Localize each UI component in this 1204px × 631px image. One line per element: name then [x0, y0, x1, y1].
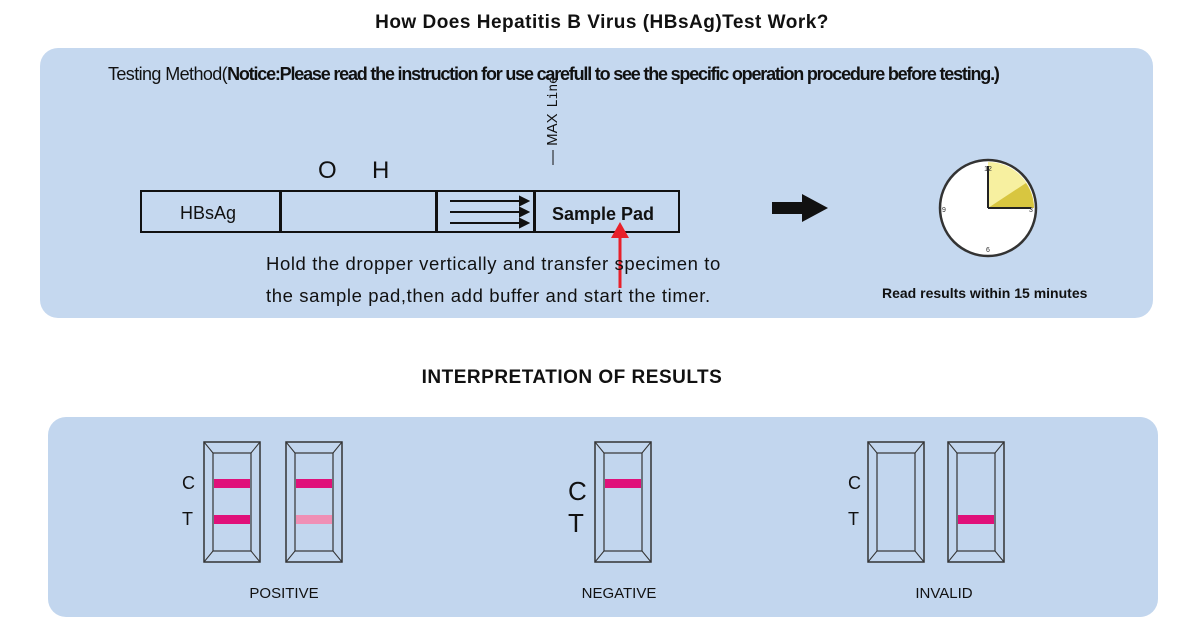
- testing-method-text: Testing Method(Notice:Please read the in…: [108, 64, 1000, 85]
- strip-divider: [435, 190, 438, 233]
- instruction-line-2: the sample pad,then add buffer and start…: [266, 285, 711, 306]
- test-cassette: [947, 441, 1005, 563]
- interpretation-title: INTERPRETATION OF RESULTS: [421, 367, 723, 388]
- test-cassette: [203, 441, 261, 563]
- hbsag-label: HBsAg: [180, 203, 237, 223]
- clock-numeral-6: 6: [986, 247, 990, 254]
- result-label-invalid: INVALID: [915, 585, 973, 602]
- flow-arrows-icon: [450, 195, 530, 229]
- result-label-positive: POSITIVE: [249, 585, 319, 602]
- clock-numeral-9: 9: [942, 207, 946, 214]
- control-band: [605, 479, 641, 488]
- red-arrow-icon: [611, 222, 629, 288]
- test-band: [958, 515, 994, 524]
- read-results-text: Read results within 15 minutes: [882, 285, 1088, 301]
- test-strip: [140, 190, 680, 233]
- h-label: H: [372, 157, 390, 184]
- t-label: T: [848, 509, 859, 529]
- method-prefix: Testing Method(: [108, 64, 228, 84]
- faint-test-band: [296, 515, 332, 524]
- instruction-line-1: Hold the dropper vertically and transfer…: [266, 253, 721, 274]
- control-band: [214, 479, 250, 488]
- c-label: C: [568, 476, 587, 506]
- line-label: Line: [546, 76, 561, 108]
- right-arrow-icon: [772, 194, 828, 222]
- test-band: [214, 515, 250, 524]
- t-label: T: [568, 508, 584, 538]
- test-cassette: [285, 441, 343, 563]
- control-band: [296, 479, 332, 488]
- c-label: C: [848, 473, 861, 493]
- t-label: T: [182, 509, 193, 529]
- c-label: C: [182, 473, 195, 493]
- page-title: How Does Hepatitis B Virus (HBsAg)Test W…: [375, 12, 829, 33]
- o-label: O: [318, 157, 337, 184]
- strip-divider: [533, 190, 536, 233]
- clock-icon: 12 3 6 9: [938, 158, 1038, 258]
- strip-divider: [279, 190, 282, 233]
- clock-numeral-3: 3: [1029, 207, 1033, 214]
- method-notice: Notice:Please read the instruction for u…: [227, 64, 1000, 84]
- result-label-negative: NEGATIVE: [581, 585, 657, 602]
- test-cassette: [594, 441, 652, 563]
- max-label: MAX: [544, 113, 561, 146]
- sample-pad-label: Sample Pad: [552, 204, 655, 224]
- clock-numeral-12: 12: [984, 166, 992, 173]
- test-cassette: [867, 441, 925, 563]
